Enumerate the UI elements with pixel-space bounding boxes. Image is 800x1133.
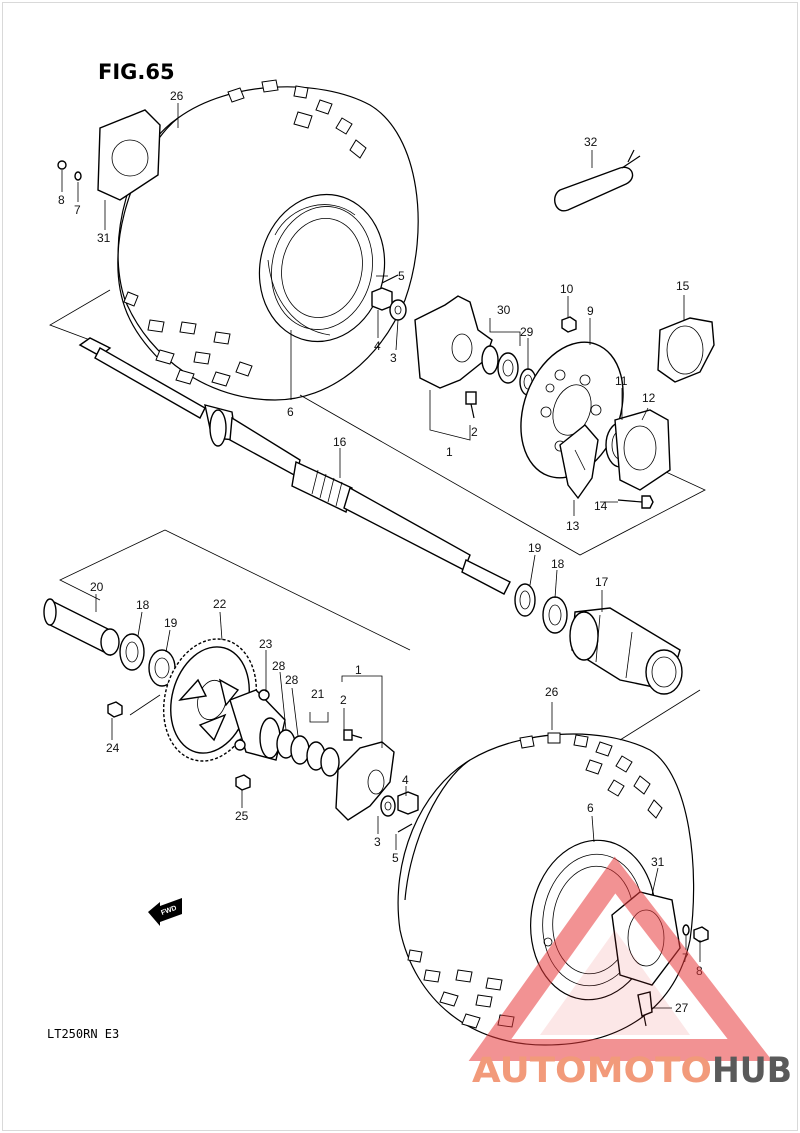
upper-bearing-30 <box>497 352 519 384</box>
upper-washer-3 <box>389 299 407 321</box>
callout-18-left: 18 <box>136 598 150 612</box>
callout-19-left: 19 <box>164 616 178 630</box>
lower-group-outline <box>59 529 701 741</box>
callout-21: 21 <box>311 687 325 701</box>
callout-6-upper: 6 <box>287 405 294 419</box>
bracket-12 <box>614 409 671 491</box>
collar-20 <box>43 598 120 657</box>
callout-13: 13 <box>566 519 580 533</box>
callout-10: 10 <box>560 282 574 296</box>
callout-19-right: 19 <box>528 541 542 555</box>
callout-5-lower: 5 <box>392 851 399 865</box>
bearing-18-left <box>119 633 145 671</box>
lower-washer-7-and-nut-8 <box>682 924 709 943</box>
bolt-24 <box>107 701 123 718</box>
bolt-10 <box>561 316 577 333</box>
upper-bolt-2 <box>465 391 477 419</box>
lower-washer-3 <box>380 795 396 817</box>
callout-15: 15 <box>676 279 690 293</box>
callout-4-upper: 4 <box>374 339 381 353</box>
callout-3-lower: 3 <box>374 835 381 849</box>
callout-29: 29 <box>520 325 534 339</box>
lower-hub-1 <box>335 741 395 821</box>
callout-31-lower: 31 <box>651 855 665 869</box>
forward-arrow-icon: FWD <box>148 898 182 926</box>
watermark-triangle-icon <box>468 856 773 1061</box>
callout-1-lower: 1 <box>355 663 362 677</box>
upper-hub-1 <box>414 295 499 389</box>
watermark-triangle-inner-icon <box>540 930 690 1035</box>
callout-7-upper: 7 <box>74 203 81 217</box>
watermark-text-hub: HUB <box>712 1051 792 1091</box>
lower-bolt-2 <box>343 729 363 741</box>
sleeve-32 <box>554 149 641 212</box>
callout-16: 16 <box>333 435 347 449</box>
callout-8-upper: 8 <box>58 193 65 207</box>
callout-18-right: 18 <box>551 557 565 571</box>
callout-22: 22 <box>213 597 227 611</box>
watermark-text-automoto: AUTOMOTO <box>472 1051 712 1091</box>
upper-castle-nut-4 <box>371 287 393 311</box>
callout-12: 12 <box>642 391 656 405</box>
callout-20: 20 <box>90 580 104 594</box>
bearing-28-b <box>290 735 310 765</box>
figure-title: FIG.65 <box>98 60 175 84</box>
callout-23: 23 <box>259 637 273 651</box>
callout-6-lower: 6 <box>587 801 594 815</box>
upper-tire-tread <box>123 79 367 387</box>
model-code: LT250RN E3 <box>47 1027 119 1041</box>
callout-4-lower: 4 <box>402 773 409 787</box>
upper-wheel-plate-31 <box>97 109 161 201</box>
cover-15 <box>657 317 715 383</box>
upper-nut-8-and-washer-7 <box>57 160 82 181</box>
callout-27: 27 <box>675 1001 689 1015</box>
rear-axle-16 <box>78 337 511 595</box>
bearing-21 <box>306 741 340 777</box>
lower-cotter-pin-5 <box>397 823 413 833</box>
brake-shield-13 <box>559 424 599 500</box>
lower-castle-nut-4 <box>397 791 419 815</box>
callout-25: 25 <box>235 809 249 823</box>
callout-5-upper: 5 <box>398 269 405 283</box>
callout-3-upper: 3 <box>390 351 397 365</box>
valve-stem-27 <box>637 991 653 1027</box>
callout-2-upper: 2 <box>471 425 478 439</box>
lower-tire-tread <box>407 732 663 1029</box>
leader-lines <box>61 103 701 1009</box>
callout-28-b: 28 <box>285 673 299 687</box>
callout-11: 11 <box>615 374 628 388</box>
upper-group-outline <box>49 289 706 556</box>
upper-cotter-pin-5 <box>381 274 399 284</box>
callout-24: 24 <box>106 741 120 755</box>
callout-14: 14 <box>594 499 608 513</box>
automotohub-watermark: AUTOMOTO HUB <box>468 856 792 1091</box>
callout-17: 17 <box>595 575 609 589</box>
callout-1-upper: 1 <box>446 445 453 459</box>
callout-2-lower: 2 <box>340 693 347 707</box>
sprocket-hub-23 <box>229 689 286 761</box>
axle-housing-17 <box>569 607 683 695</box>
seal-19-right <box>514 583 536 617</box>
nut-25 <box>235 774 251 791</box>
callout-30: 30 <box>497 303 511 317</box>
callout-26-upper: 26 <box>170 89 184 103</box>
callout-9: 9 <box>587 304 594 318</box>
bolt-14 <box>617 495 654 509</box>
seal-19-left <box>148 649 176 687</box>
callout-28-a: 28 <box>272 659 286 673</box>
callout-26-lower: 26 <box>545 685 559 699</box>
callout-32: 32 <box>584 135 598 149</box>
callout-31-upper: 31 <box>97 231 111 245</box>
bearing-18-right <box>542 596 568 634</box>
